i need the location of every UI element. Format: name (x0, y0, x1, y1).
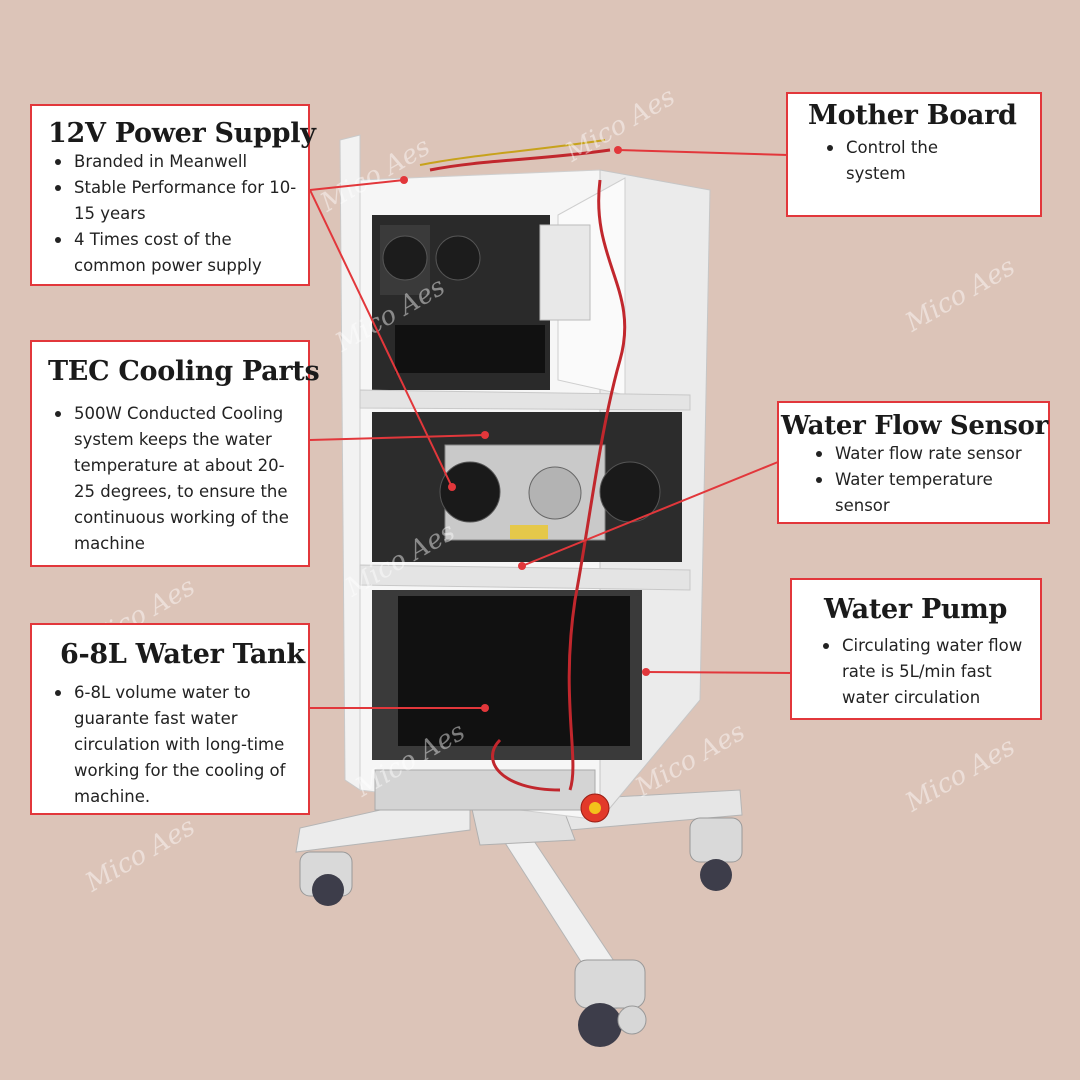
leader-line-water-pump (645, 671, 793, 674)
marker-dot (614, 146, 622, 154)
leader-line-mother-board (617, 149, 789, 156)
bullet-list: Water flow rate sensor Water temperature… (809, 441, 1049, 519)
marker-dot (481, 704, 489, 712)
bullet-list: Control the system (820, 135, 960, 187)
callout-tec-cooling: TEC Cooling Parts 500W Conducted Cooling… (30, 340, 320, 567)
leader-line-power-supply-2 (309, 189, 453, 488)
marker-dot (448, 483, 456, 491)
marker-dot (481, 431, 489, 439)
bullet-list: 500W Conducted Cooling system keeps the … (48, 401, 300, 557)
callout-title: Mother Board (808, 100, 1017, 131)
marker-dot (400, 176, 408, 184)
callout-mother-board: Mother Board Control the system (786, 92, 1042, 217)
bullet-list: Branded in Meanwell Stable Performance f… (48, 149, 298, 279)
callout-title: Water Pump (824, 594, 1008, 625)
bullet-item: Branded in Meanwell (48, 149, 298, 175)
bullet-item: Control the system (820, 135, 960, 187)
marker-dot (642, 668, 650, 676)
leader-line-tec (309, 434, 486, 441)
callout-water-pump: Water Pump Circulating water flow rate i… (790, 578, 1042, 720)
caster-wheels (299, 817, 743, 1047)
leader-line-power-supply (309, 179, 405, 191)
callout-title: TEC Cooling Parts (48, 356, 320, 387)
callout-title: 6-8L Water Tank (60, 639, 305, 670)
callout-water-tank: 6-8L Water Tank 6-8L volume water to gua… (30, 623, 310, 815)
bullet-item: 500W Conducted Cooling system keeps the … (48, 401, 300, 557)
leader-line-flow-sensor (521, 461, 779, 567)
callout-title: 12V Power Supply (48, 118, 316, 149)
callout-power-supply: 12V Power Supply Branded in Meanwell Sta… (30, 104, 316, 286)
bullet-item: Water temperature sensor (809, 467, 1049, 519)
bullet-item: Stable Performance for 10-15 years (48, 175, 298, 227)
bullet-item: 6-8L volume water to guarante fast water… (48, 680, 300, 810)
bullet-list: 6-8L volume water to guarante fast water… (48, 680, 300, 810)
bullet-item: Water flow rate sensor (809, 441, 1049, 467)
cabinet-frame (339, 134, 711, 823)
callout-title: Water Flow Sensor (781, 411, 1048, 441)
bullet-list: Circulating water flow rate is 5L/min fa… (816, 633, 1028, 711)
bullet-item: 4 Times cost of the common power supply (48, 227, 298, 279)
callout-water-flow-sensor: Water Flow Sensor Water flow rate sensor… (777, 401, 1050, 524)
bullet-item: Circulating water flow rate is 5L/min fa… (816, 633, 1028, 711)
marker-dot (518, 562, 526, 570)
